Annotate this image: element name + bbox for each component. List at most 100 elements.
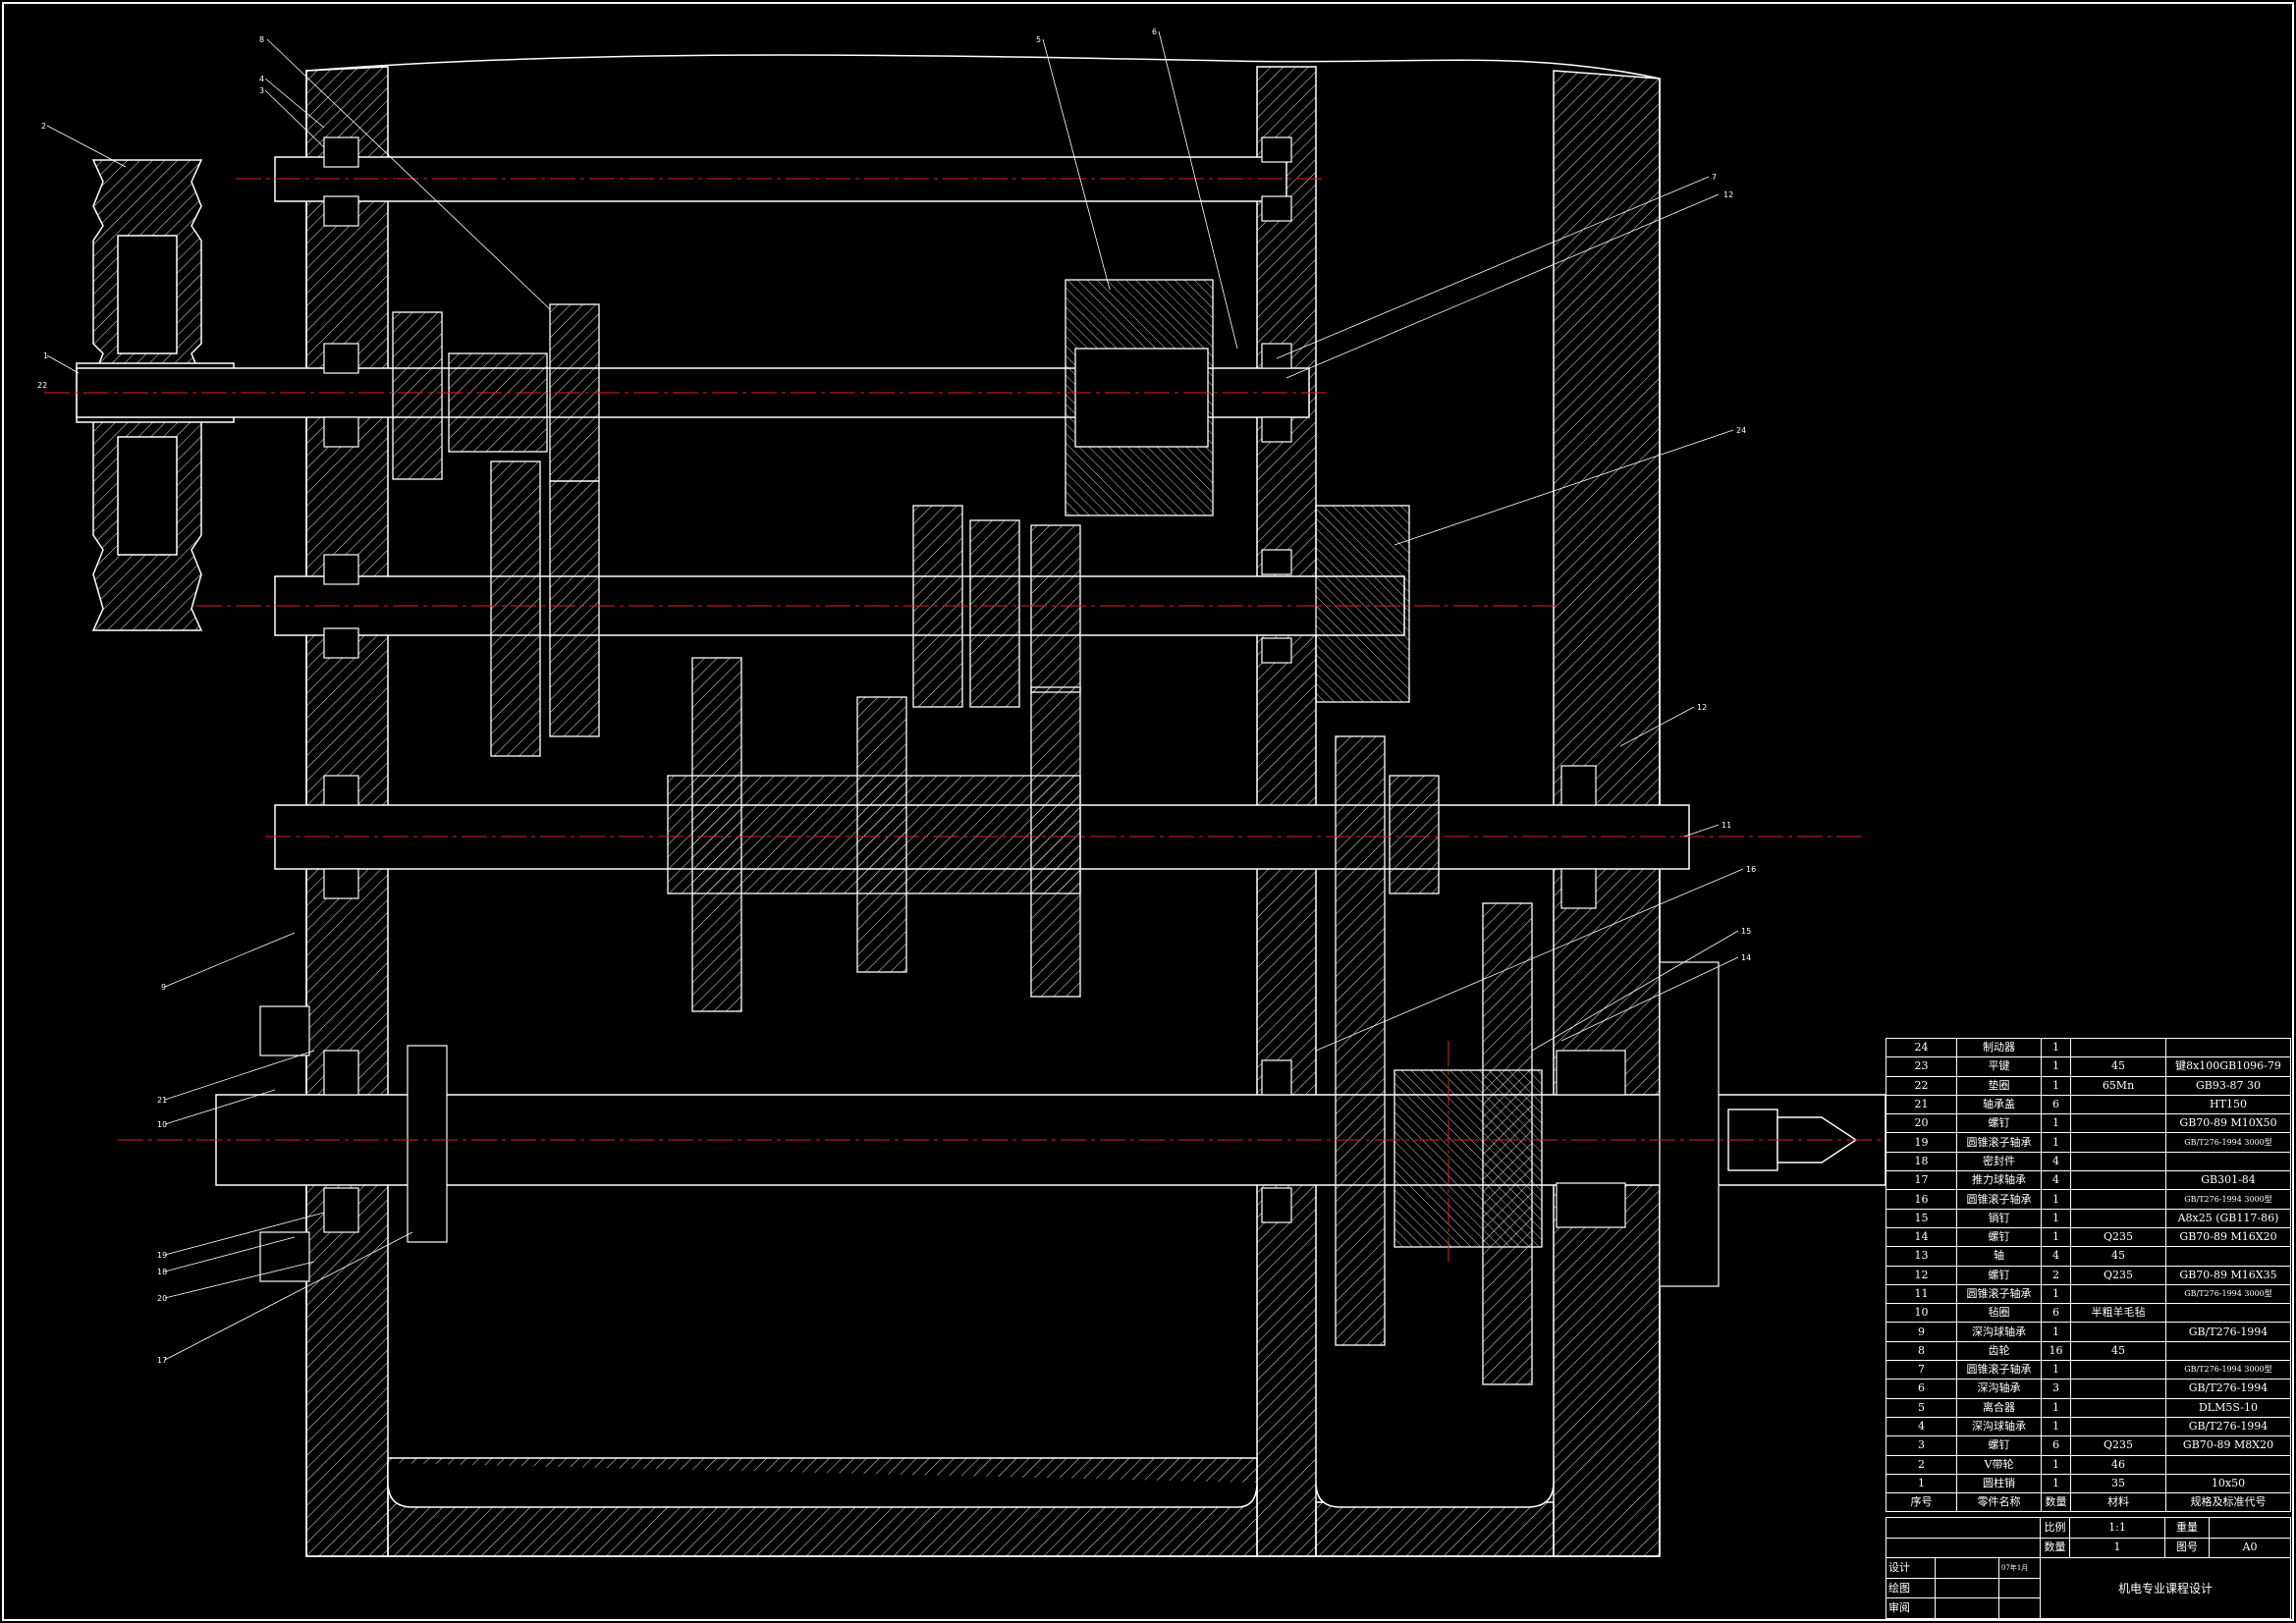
bom-cell-spec: GB/T276-1994 3000型 <box>2165 1360 2291 1380</box>
bom-cell-spec: GB301-84 <box>2165 1170 2291 1191</box>
bom-cell-qty: 1 <box>2041 1473 2071 1494</box>
callout: 20 <box>157 1294 167 1303</box>
bom-cell-no: 12 <box>1886 1265 1957 1285</box>
bom-cell-no: 8 <box>1886 1340 1957 1362</box>
review-label: 审阅 <box>1886 1597 1936 1619</box>
bom-cell-spec: GB70-89 M16X20 <box>2165 1226 2291 1248</box>
callout-labels: 8 4 3 2 1 22 5 6 7 12 24 12 11 16 15 14 … <box>37 27 1756 1365</box>
bom-cell-spec: GB70-89 M10X50 <box>2165 1113 2291 1134</box>
bom-cell-name: 零件名称 <box>1956 1492 2042 1513</box>
bom-cell-spec: GB70-89 M16X35 <box>2165 1265 2291 1285</box>
bom-cell-qty: 1 <box>2041 1132 2071 1153</box>
bom-cell-no: 14 <box>1886 1226 1957 1248</box>
callout: 6 <box>1152 27 1157 36</box>
callout: 14 <box>1741 953 1751 962</box>
bom-cell-no: 序号 <box>1886 1492 1957 1513</box>
bom-cell-spec: A8x25 (GB117-86) <box>2165 1208 2291 1228</box>
bom-cell-qty: 1 <box>2041 1322 2071 1342</box>
bom-cell-qty: 1 <box>2041 1075 2071 1096</box>
qty-value: 1 <box>2069 1537 2166 1559</box>
bom-cell-material <box>2070 1189 2166 1210</box>
drawing-no-value: A0 <box>2209 1537 2292 1559</box>
bom-cell-spec: HT150 <box>2165 1094 2291 1115</box>
bom-cell-name: 推力球轴承 <box>1956 1170 2042 1191</box>
bom-cell-name: 轴 <box>1956 1246 2042 1267</box>
scale-value: 1:1 <box>2069 1517 2166 1539</box>
bom-cell-material: 半粗羊毛毡 <box>2070 1303 2166 1324</box>
bom-cell-qty: 1 <box>2041 1056 2071 1077</box>
scale-label: 比例 <box>2040 1517 2071 1539</box>
bom-cell-material: Q235 <box>2070 1435 2166 1456</box>
bom-cell-name: 螺钉 <box>1956 1226 2042 1248</box>
callout: 19 <box>157 1251 167 1260</box>
bom-cell-spec <box>2165 1303 2291 1324</box>
bom-cell-qty: 1 <box>2041 1226 2071 1248</box>
bom-cell-spec: GB/T276-1994 <box>2165 1322 2291 1342</box>
bom-cell-material <box>2070 1322 2166 1342</box>
bom-cell-qty: 16 <box>2041 1340 2071 1362</box>
title-block: 比例 1:1 重量 数量 1 图号 A0 设计 07年1月 机电专业课程设计 绘… <box>1885 1517 2292 1619</box>
callout: 18 <box>157 1268 167 1276</box>
bom-cell-name: 深沟轴承 <box>1956 1379 2042 1399</box>
bom-cell-qty: 1 <box>2041 1189 2071 1210</box>
bom-cell-qty: 4 <box>2041 1170 2071 1191</box>
design-label: 设计 <box>1886 1557 1936 1579</box>
bom-cell-name: 毡圈 <box>1956 1303 2042 1324</box>
bom-cell-no: 13 <box>1886 1246 1957 1267</box>
bom-cell-material <box>2070 1151 2166 1172</box>
bom-cell-material <box>2070 1283 2166 1305</box>
design-date: 07年1月 <box>1997 1557 2042 1579</box>
bom-cell-qty: 1 <box>2041 1283 2071 1305</box>
bom-cell-material: Q235 <box>2070 1226 2166 1248</box>
bom-cell-spec <box>2165 1454 2291 1475</box>
bom-cell-name: 齿轮 <box>1956 1340 2042 1362</box>
bom-cell-spec: 键8x100GB1096-79 <box>2165 1056 2291 1077</box>
callout: 15 <box>1741 927 1751 936</box>
bom-cell-no: 10 <box>1886 1303 1957 1324</box>
callout: 22 <box>37 381 47 390</box>
bom-cell-qty: 6 <box>2041 1094 2071 1115</box>
bom-cell-material: 46 <box>2070 1454 2166 1475</box>
bom-cell-name: 深沟球轴承 <box>1956 1322 2042 1342</box>
bom-cell-qty: 6 <box>2041 1435 2071 1456</box>
bom-cell-qty: 4 <box>2041 1246 2071 1267</box>
bom-cell-spec: GB93-87 30 <box>2165 1075 2291 1096</box>
bom-cell-qty: 1 <box>2041 1113 2071 1134</box>
bom-cell-qty: 4 <box>2041 1151 2071 1172</box>
bom-cell-qty: 1 <box>2041 1208 2071 1228</box>
bom-cell-no: 17 <box>1886 1170 1957 1191</box>
bom-cell-material: 45 <box>2070 1246 2166 1267</box>
drawn-label: 绘图 <box>1886 1577 1936 1599</box>
bom-cell-spec: GB/T276-1994 3000型 <box>2165 1189 2291 1210</box>
bom-cell-no: 19 <box>1886 1132 1957 1153</box>
bom-cell-no: 5 <box>1886 1397 1957 1418</box>
callout: 1 <box>43 352 48 360</box>
bom-cell-qty: 数量 <box>2041 1492 2071 1513</box>
callout: 10 <box>157 1120 167 1129</box>
bom-cell-no: 11 <box>1886 1283 1957 1305</box>
bom-cell-spec: GB/T276-1994 <box>2165 1416 2291 1437</box>
bom-cell-material <box>2070 1132 2166 1153</box>
bom-cell-qty: 1 <box>2041 1454 2071 1475</box>
bom-cell-no: 3 <box>1886 1435 1957 1456</box>
bom-cell-qty: 1 <box>2041 1037 2071 1058</box>
bom-cell-name: 密封件 <box>1956 1151 2042 1172</box>
callout: 2 <box>41 122 46 131</box>
bom-cell-no: 24 <box>1886 1037 1957 1058</box>
bom-cell-name: 垫圈 <box>1956 1075 2042 1096</box>
bom-cell-material: 35 <box>2070 1473 2166 1494</box>
project-title: 机电专业课程设计 <box>2040 1557 2292 1619</box>
callout: 4 <box>259 75 264 83</box>
bom-cell-name: 深沟球轴承 <box>1956 1416 2042 1437</box>
bom-cell-name: 制动器 <box>1956 1037 2042 1058</box>
bom-cell-material: 65Mn <box>2070 1075 2166 1096</box>
bom-cell-name: 螺钉 <box>1956 1113 2042 1134</box>
